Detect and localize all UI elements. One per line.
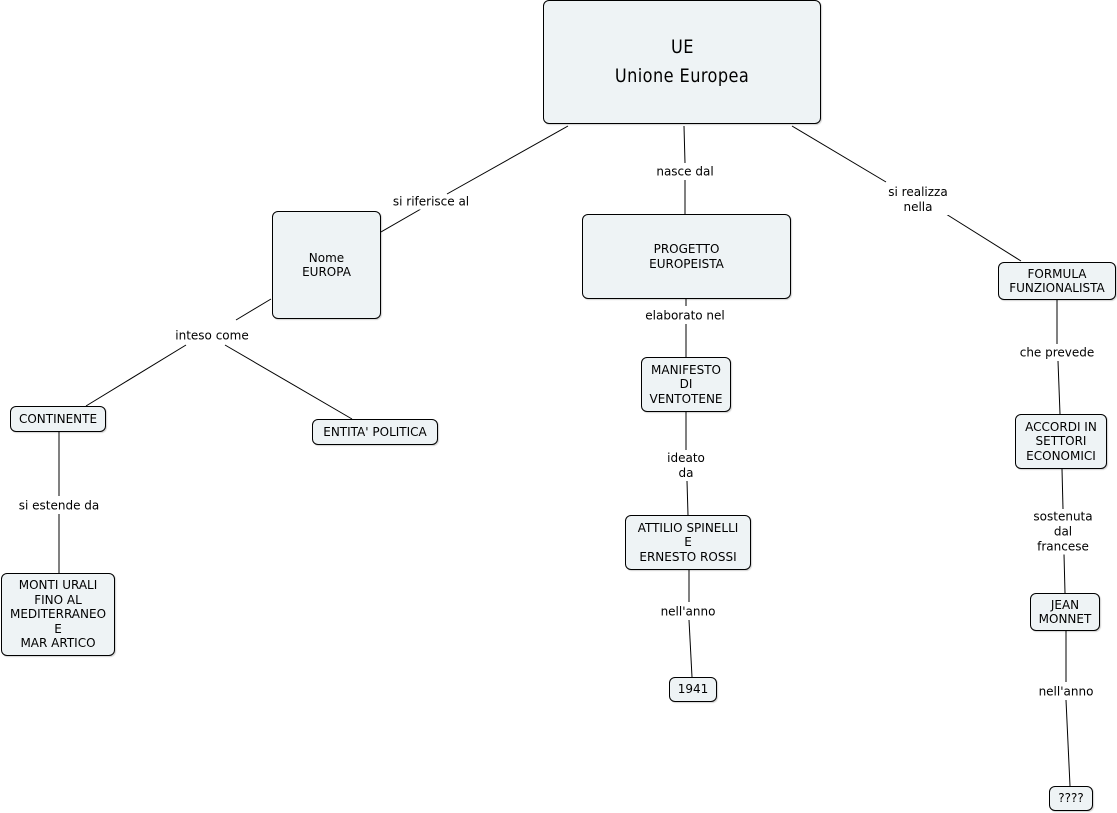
concept-entita-politica[interactable]: ENTITA' POLITICA [312,419,438,445]
concept-progetto-line2: EUROPEISTA [649,256,724,271]
concept-ue[interactable]: UE Unione Europea [543,0,821,124]
link-label-si-realizza-line2: nella [903,200,933,214]
concept-entita-line1: ENTITA' POLITICA [323,424,427,439]
concept-jean-monnet[interactable]: JEAN MONNET [1030,593,1100,631]
link-label-nellanno-2-line1: nell'anno [1038,684,1094,699]
link-inteso-entita [224,344,353,420]
concept-unknown-line1: ???? [1058,791,1084,806]
concept-ue-line2: Unione Europea [614,65,750,87]
link-anno-1941 [688,619,693,678]
link-accordi-sostenuta [1061,468,1064,510]
link-label-nellanno-1: nell'anno [658,604,718,620]
concept-accordi-line2: SETTORI [1035,434,1087,449]
concept-1941[interactable]: 1941 [669,677,717,702]
link-label-sostenuta-line3: francese [1037,539,1089,554]
concept-monti-line5: MAR ARTICO [20,636,96,651]
concept-accordi-settori[interactable]: ACCORDI IN SETTORI ECONOMICI [1015,414,1107,469]
link-label-si-riferisce-line1: si riferisce al [392,194,470,209]
concept-continente[interactable]: CONTINENTE [10,406,106,432]
link-label-si-realizza: si realizza nella [886,185,950,215]
concept-nome-europa-line1: Nome [308,250,345,265]
link-label-sostenuta-line2: dal [1053,524,1073,539]
link-realizza-formula [945,213,1022,262]
concept-formula-funzionalista[interactable]: FORMULA FUNZIONALISTA [998,262,1116,300]
link-ue-riferisce [446,125,569,195]
link-label-nellanno-2: nell'anno [1036,684,1096,700]
concept-progetto-europeista[interactable]: PROGETTO EUROPEISTA [582,214,791,299]
concept-monti-line2: FINO AL [34,592,82,607]
link-label-si-realizza-line1: si realizza [888,185,948,199]
concept-accordi-line3: ECONOMICI [1026,448,1096,463]
link-label-si-estende: si estende da [16,498,102,514]
concept-continente-line1: CONTINENTE [18,411,98,426]
link-label-nasce-line1: nasce dal [656,164,714,179]
concept-manifesto-line2: DI [679,377,693,392]
link-sostenuta-monnet [1063,553,1066,594]
link-anno-unknown [1065,699,1071,787]
link-label-sostenuta-line1: sostenuta [1033,509,1093,524]
concept-monti-urali[interactable]: MONTI URALI FINO AL MEDITERRANEO E MAR A… [1,573,115,656]
concept-spinelli-rossi[interactable]: ATTILIO SPINELLI E ERNESTO ROSSI [625,515,751,570]
concept-monti-line3: MEDITERRANEO [9,607,107,622]
link-ue-nasce [683,125,686,164]
link-label-elaborato-line1: elaborato nel [645,308,725,323]
link-label-elaborato: elaborato nel [643,308,727,324]
concept-unknown-year[interactable]: ???? [1049,786,1093,811]
link-ue-realizza [791,125,887,183]
concept-monti-line4: E [54,621,62,636]
concept-manifesto-line1: MANIFESTO [651,362,721,377]
link-label-ideato-line2: da [678,466,694,480]
link-nome-inteso [235,298,272,321]
concept-nome-europa[interactable]: Nome EUROPA [272,211,381,319]
link-label-inteso: inteso come [173,328,251,344]
link-label-si-estende-line1: si estende da [18,498,100,513]
concept-accordi-line1: ACCORDI IN [1025,419,1097,434]
concept-manifesto-line3: VENTOTENE [649,391,723,406]
concept-formula-line2: FUNZIONALISTA [1009,281,1105,295]
concept-nome-europa-line2: EUROPA [302,265,351,279]
link-inteso-continente [85,344,187,407]
link-label-che-prevede-line1: che prevede [1019,345,1095,360]
concept-monnet-line2: MONNET [1038,612,1092,626]
link-ideato-spinelli [686,480,689,516]
concept-manifesto-ventotene[interactable]: MANIFESTO DI VENTOTENE [641,357,731,412]
concept-1941-line1: 1941 [677,682,709,697]
link-label-inteso-line1: inteso come [175,328,249,343]
link-label-ideato: ideato da [665,451,707,481]
link-label-sostenuta: sostenuta dal francese [1031,509,1095,555]
link-label-nasce: nasce dal [654,164,716,180]
link-label-nellanno-1-line1: nell'anno [660,604,716,619]
concept-formula-line1: FORMULA [1027,266,1087,281]
link-label-ideato-line1: ideato [667,451,705,465]
concept-progetto-line1: PROGETTO [653,242,720,256]
concept-monnet-line1: JEAN [1050,597,1080,612]
concept-spinelli-line3: ERNESTO ROSSI [639,549,737,564]
link-label-che-prevede: che prevede [1017,345,1097,361]
concept-spinelli-line2: E [684,535,692,550]
concept-ue-line1: UE [670,36,694,58]
concept-monti-line1: MONTI URALI [18,578,98,593]
link-prevede-accordi [1057,360,1061,415]
link-label-si-riferisce: si riferisce al [390,194,472,210]
concept-spinelli-line1: ATTILIO SPINELLI [637,520,739,535]
